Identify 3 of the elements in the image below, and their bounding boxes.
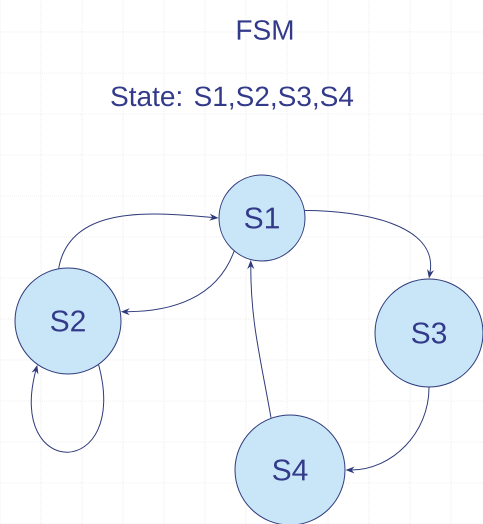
title: FSM bbox=[238, 20, 292, 40]
subtitle: State: S1,S2,S3,S4 bbox=[111, 86, 354, 110]
arrow bbox=[30, 364, 104, 453]
